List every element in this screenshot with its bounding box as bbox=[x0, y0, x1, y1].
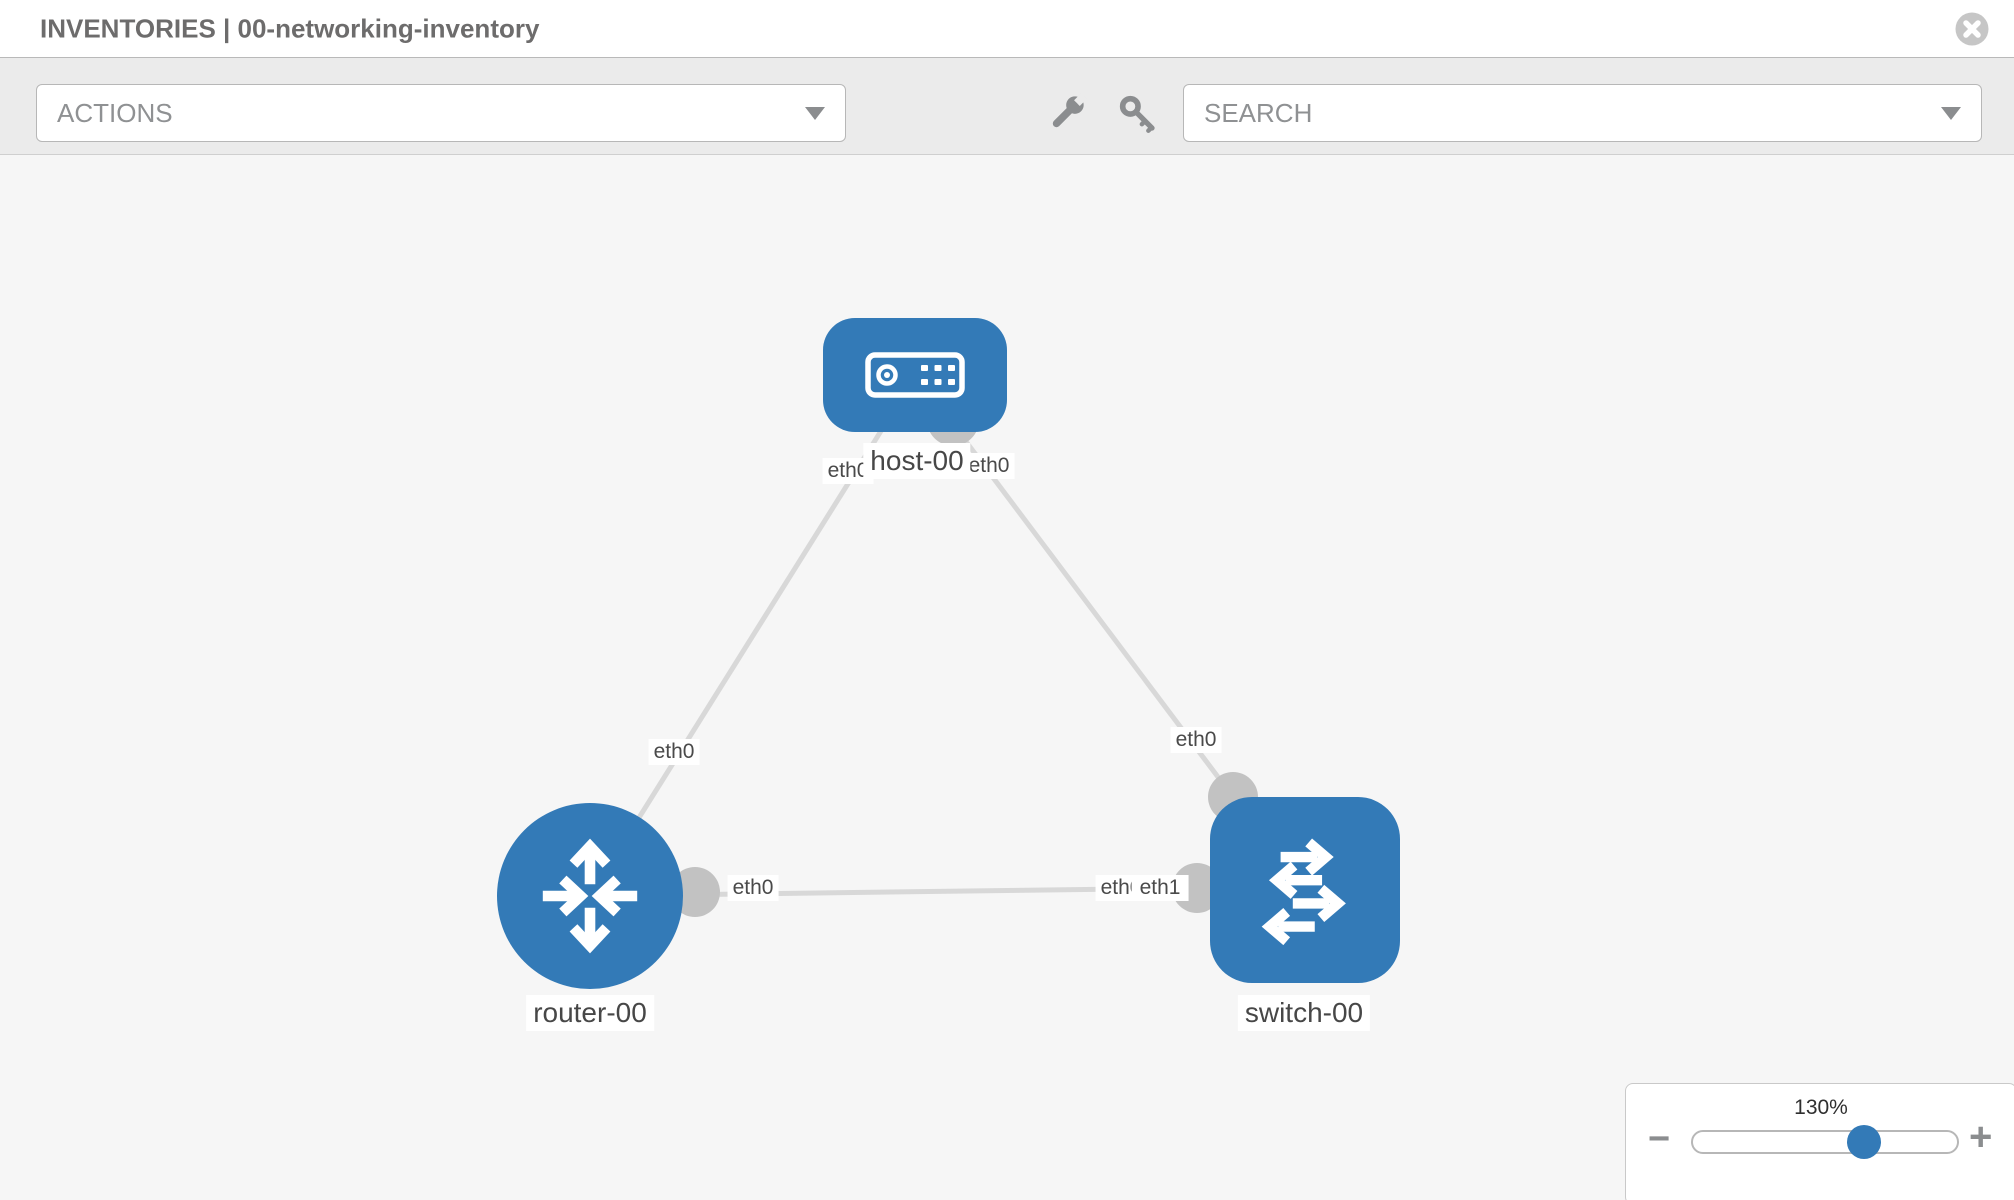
node-switch-00[interactable] bbox=[1210, 797, 1400, 983]
interface-label: eth0 bbox=[648, 739, 700, 765]
switch-icon bbox=[1261, 838, 1346, 946]
node-label: switch-00 bbox=[1237, 995, 1371, 1031]
zoom-slider-handle[interactable] bbox=[1847, 1125, 1881, 1159]
credentials-button[interactable] bbox=[1116, 92, 1158, 134]
topology-canvas[interactable]: eth0 eth0 eth0 eth0 eth0 eth0 eth1 host-… bbox=[0, 155, 2014, 1200]
interface-label: eth1 bbox=[1131, 875, 1189, 901]
key-icon bbox=[1119, 95, 1155, 133]
zoom-level: 130% bbox=[1794, 1096, 1848, 1119]
links-layer bbox=[587, 373, 1258, 917]
interface-label: eth0 bbox=[1170, 727, 1222, 753]
zoom-in-button[interactable]: + bbox=[1969, 1115, 1993, 1159]
node-label: router-00 bbox=[526, 995, 654, 1031]
toolbar: ACTIONS SEARC bbox=[0, 58, 2014, 155]
router-icon bbox=[542, 838, 638, 954]
chevron-down-icon bbox=[805, 106, 825, 120]
search-dropdown[interactable]: SEARCH bbox=[1183, 84, 1982, 142]
close-button[interactable] bbox=[1954, 11, 1990, 47]
node-host-00[interactable] bbox=[823, 318, 1007, 432]
page-title: INVENTORIES | 00-networking-inventory bbox=[40, 13, 540, 43]
configure-button[interactable] bbox=[1046, 92, 1088, 134]
chevron-down-icon bbox=[1941, 106, 1961, 120]
search-dropdown-label: SEARCH bbox=[1204, 97, 1313, 128]
host-icon bbox=[865, 352, 965, 398]
wrench-icon bbox=[1052, 93, 1087, 128]
interface-label: eth0 bbox=[963, 453, 1015, 479]
node-label: host-00 bbox=[863, 443, 971, 479]
header: INVENTORIES | 00-networking-inventory bbox=[0, 0, 2014, 58]
zoom-out-button[interactable]: − bbox=[1648, 1118, 1671, 1160]
zoom-slider[interactable] bbox=[1691, 1130, 1959, 1154]
interface-label: eth0 bbox=[727, 875, 779, 901]
actions-dropdown-label: ACTIONS bbox=[57, 97, 173, 128]
close-icon bbox=[1955, 12, 1989, 46]
node-router-00[interactable] bbox=[497, 803, 683, 989]
zoom-panel: 130% − + bbox=[1625, 1083, 2014, 1200]
actions-dropdown[interactable]: ACTIONS bbox=[36, 84, 846, 142]
